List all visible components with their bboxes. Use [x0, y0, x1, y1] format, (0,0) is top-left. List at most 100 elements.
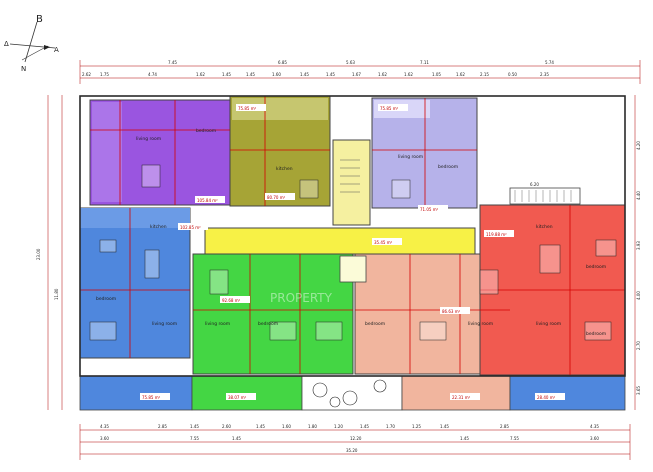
label-living-green: living room [205, 321, 230, 327]
dim-top-5: 5.74 [545, 60, 554, 65]
label-kitchen-blue: kitchen [150, 224, 167, 230]
terraces [79, 375, 626, 411]
dim-bot1-10: 1.70 [386, 424, 395, 429]
dim-bot2-4: 12.20 [350, 436, 362, 441]
terrace-mid-left: 38.07 m² [228, 395, 247, 400]
area-olive: 80.70 m² [267, 195, 286, 200]
dim-top2-8: 1.45 [300, 72, 309, 77]
bottom-dimensions [79, 424, 631, 460]
dim-top2-9: 1.45 [326, 72, 335, 77]
compass-west: Δ [4, 40, 9, 48]
dim-bot1-9: 1.45 [360, 424, 369, 429]
unit-lilac [371, 97, 478, 209]
bottom-dimension-labels: 4.35 2.85 1.45 2.60 1.45 1.60 1.80 1.20 … [100, 424, 599, 453]
dim-top2-5: 1.45 [222, 72, 231, 77]
area-blue: 102.85 m² [180, 225, 201, 230]
compass-east: A [54, 46, 59, 54]
unit-olive [229, 95, 331, 207]
dim-top2-7: 1.60 [272, 72, 281, 77]
dim-top2-14: 1.62 [456, 72, 465, 77]
label-bedroom-salmon: bedroom [365, 321, 385, 327]
dim-bot2-1: 3.60 [100, 436, 109, 441]
furniture [89, 164, 617, 341]
terrace-area-tags: 75.85 m² 38.07 m² 22.31 m² 28.40 m² [140, 393, 565, 400]
dim-top2-10: 1.67 [352, 72, 361, 77]
room-labels: living room bedroom kitchen living room … [96, 128, 606, 337]
dim-bot1-12: 1.45 [440, 424, 449, 429]
label-living-lilac: living room [398, 154, 423, 160]
stair-core [332, 139, 371, 226]
lift-core [339, 255, 367, 283]
dim-bot2-5: 1.45 [460, 436, 469, 441]
dim-bot1-14: 4.35 [590, 424, 599, 429]
dim-top2-12: 1.62 [404, 72, 413, 77]
dim-bot1-5: 1.45 [256, 424, 265, 429]
dim-bottom-total: 35.20 [346, 448, 358, 453]
dim-bot1-13: 2.85 [500, 424, 509, 429]
dim-bot2-7: 3.60 [590, 436, 599, 441]
walls [79, 95, 626, 377]
top-dimension-labels: 7.45 6.85 5.63 7.11 5.74 2.62 1.75 4.74 … [82, 60, 554, 77]
dim-right-3: 3.93 [636, 241, 641, 250]
unit-purple [89, 99, 231, 206]
area-purple: 105.84 m² [197, 198, 218, 203]
dim-balcony-right: 6.20 [530, 182, 539, 187]
label-living-purple: living room [136, 136, 161, 142]
dim-right-5: 2.70 [636, 341, 641, 350]
terrace-mid-right: 22.31 m² [452, 395, 471, 400]
dim-bot1-6: 1.60 [282, 424, 291, 429]
label-bedroom-red-2: bedroom [586, 331, 606, 337]
label-bedroom-blue: bedroom [96, 296, 116, 302]
area-green: 92.68 m² [222, 298, 241, 303]
area-salmon: 86.63 m² [442, 309, 461, 314]
label-kitchen-red: kitchen [536, 224, 553, 230]
label-living-blue: living room [152, 321, 177, 327]
dim-top2-4: 1.62 [196, 72, 205, 77]
area-top-lilac: 75.85 m² [380, 106, 399, 111]
unit-area-tags: 105.84 m² 80.70 m² 71.05 m² 102.85 m² 92… [178, 104, 514, 314]
dim-top2-16: 2.35 [540, 72, 549, 77]
area-top-olive: 75.85 m² [238, 106, 257, 111]
dim-bot2-2: 7.55 [190, 436, 199, 441]
dim-bot1-4: 2.60 [222, 424, 231, 429]
label-bedroom-lilac: bedroom [438, 164, 458, 170]
dim-bot1-11: 1.25 [412, 424, 421, 429]
label-living-red: living room [536, 321, 561, 327]
dim-top2-11: 1.62 [378, 72, 387, 77]
area-red: 119.88 m² [486, 232, 507, 237]
dim-top2-6: 1.45 [246, 72, 255, 77]
dim-top2-2: 1.75 [100, 72, 109, 77]
dim-top-3: 5.63 [346, 60, 355, 65]
balcony-right [509, 187, 581, 205]
dim-right-4: 4.00 [636, 291, 641, 300]
label-living-salmon: living room [468, 321, 493, 327]
dim-bot1-8: 1.20 [334, 424, 343, 429]
dim-bot1-3: 1.45 [190, 424, 199, 429]
dim-bot1-1: 4.35 [100, 424, 109, 429]
dim-right-2: 4.40 [636, 191, 641, 200]
room-grid-lines [80, 96, 625, 375]
dim-left-mid: 11.80 [54, 288, 59, 300]
dim-top2-3: 4.74 [148, 72, 157, 77]
dim-bot2-3: 1.45 [232, 436, 241, 441]
dim-bot2-6: 7.55 [510, 436, 519, 441]
corridor [204, 227, 476, 255]
compass-north: N [21, 65, 26, 73]
dim-top2-17: 0.50 [508, 72, 517, 77]
label-bedroom-purple: bedroom [196, 128, 216, 134]
left-dimensions [47, 95, 63, 410]
compass: B Δ A N [4, 14, 59, 73]
area-corridor: 35.45 m² [374, 240, 393, 245]
unit-blue [79, 207, 191, 359]
terrace-left: 75.85 m² [142, 395, 161, 400]
area-lilac: 71.05 m² [420, 207, 439, 212]
terrace-right: 28.40 m² [537, 395, 556, 400]
top-dimensions [79, 60, 641, 84]
unit-green [192, 253, 354, 375]
label-bedroom-red: bedroom [586, 264, 606, 270]
dim-top-1: 7.45 [168, 60, 177, 65]
dim-top2-1: 2.62 [82, 72, 91, 77]
right-dimension-labels: 4.20 4.40 3.93 4.00 2.70 3.65 [636, 141, 641, 395]
dim-bot1-7: 1.80 [308, 424, 317, 429]
label-bedroom-green: bedroom [258, 321, 278, 327]
